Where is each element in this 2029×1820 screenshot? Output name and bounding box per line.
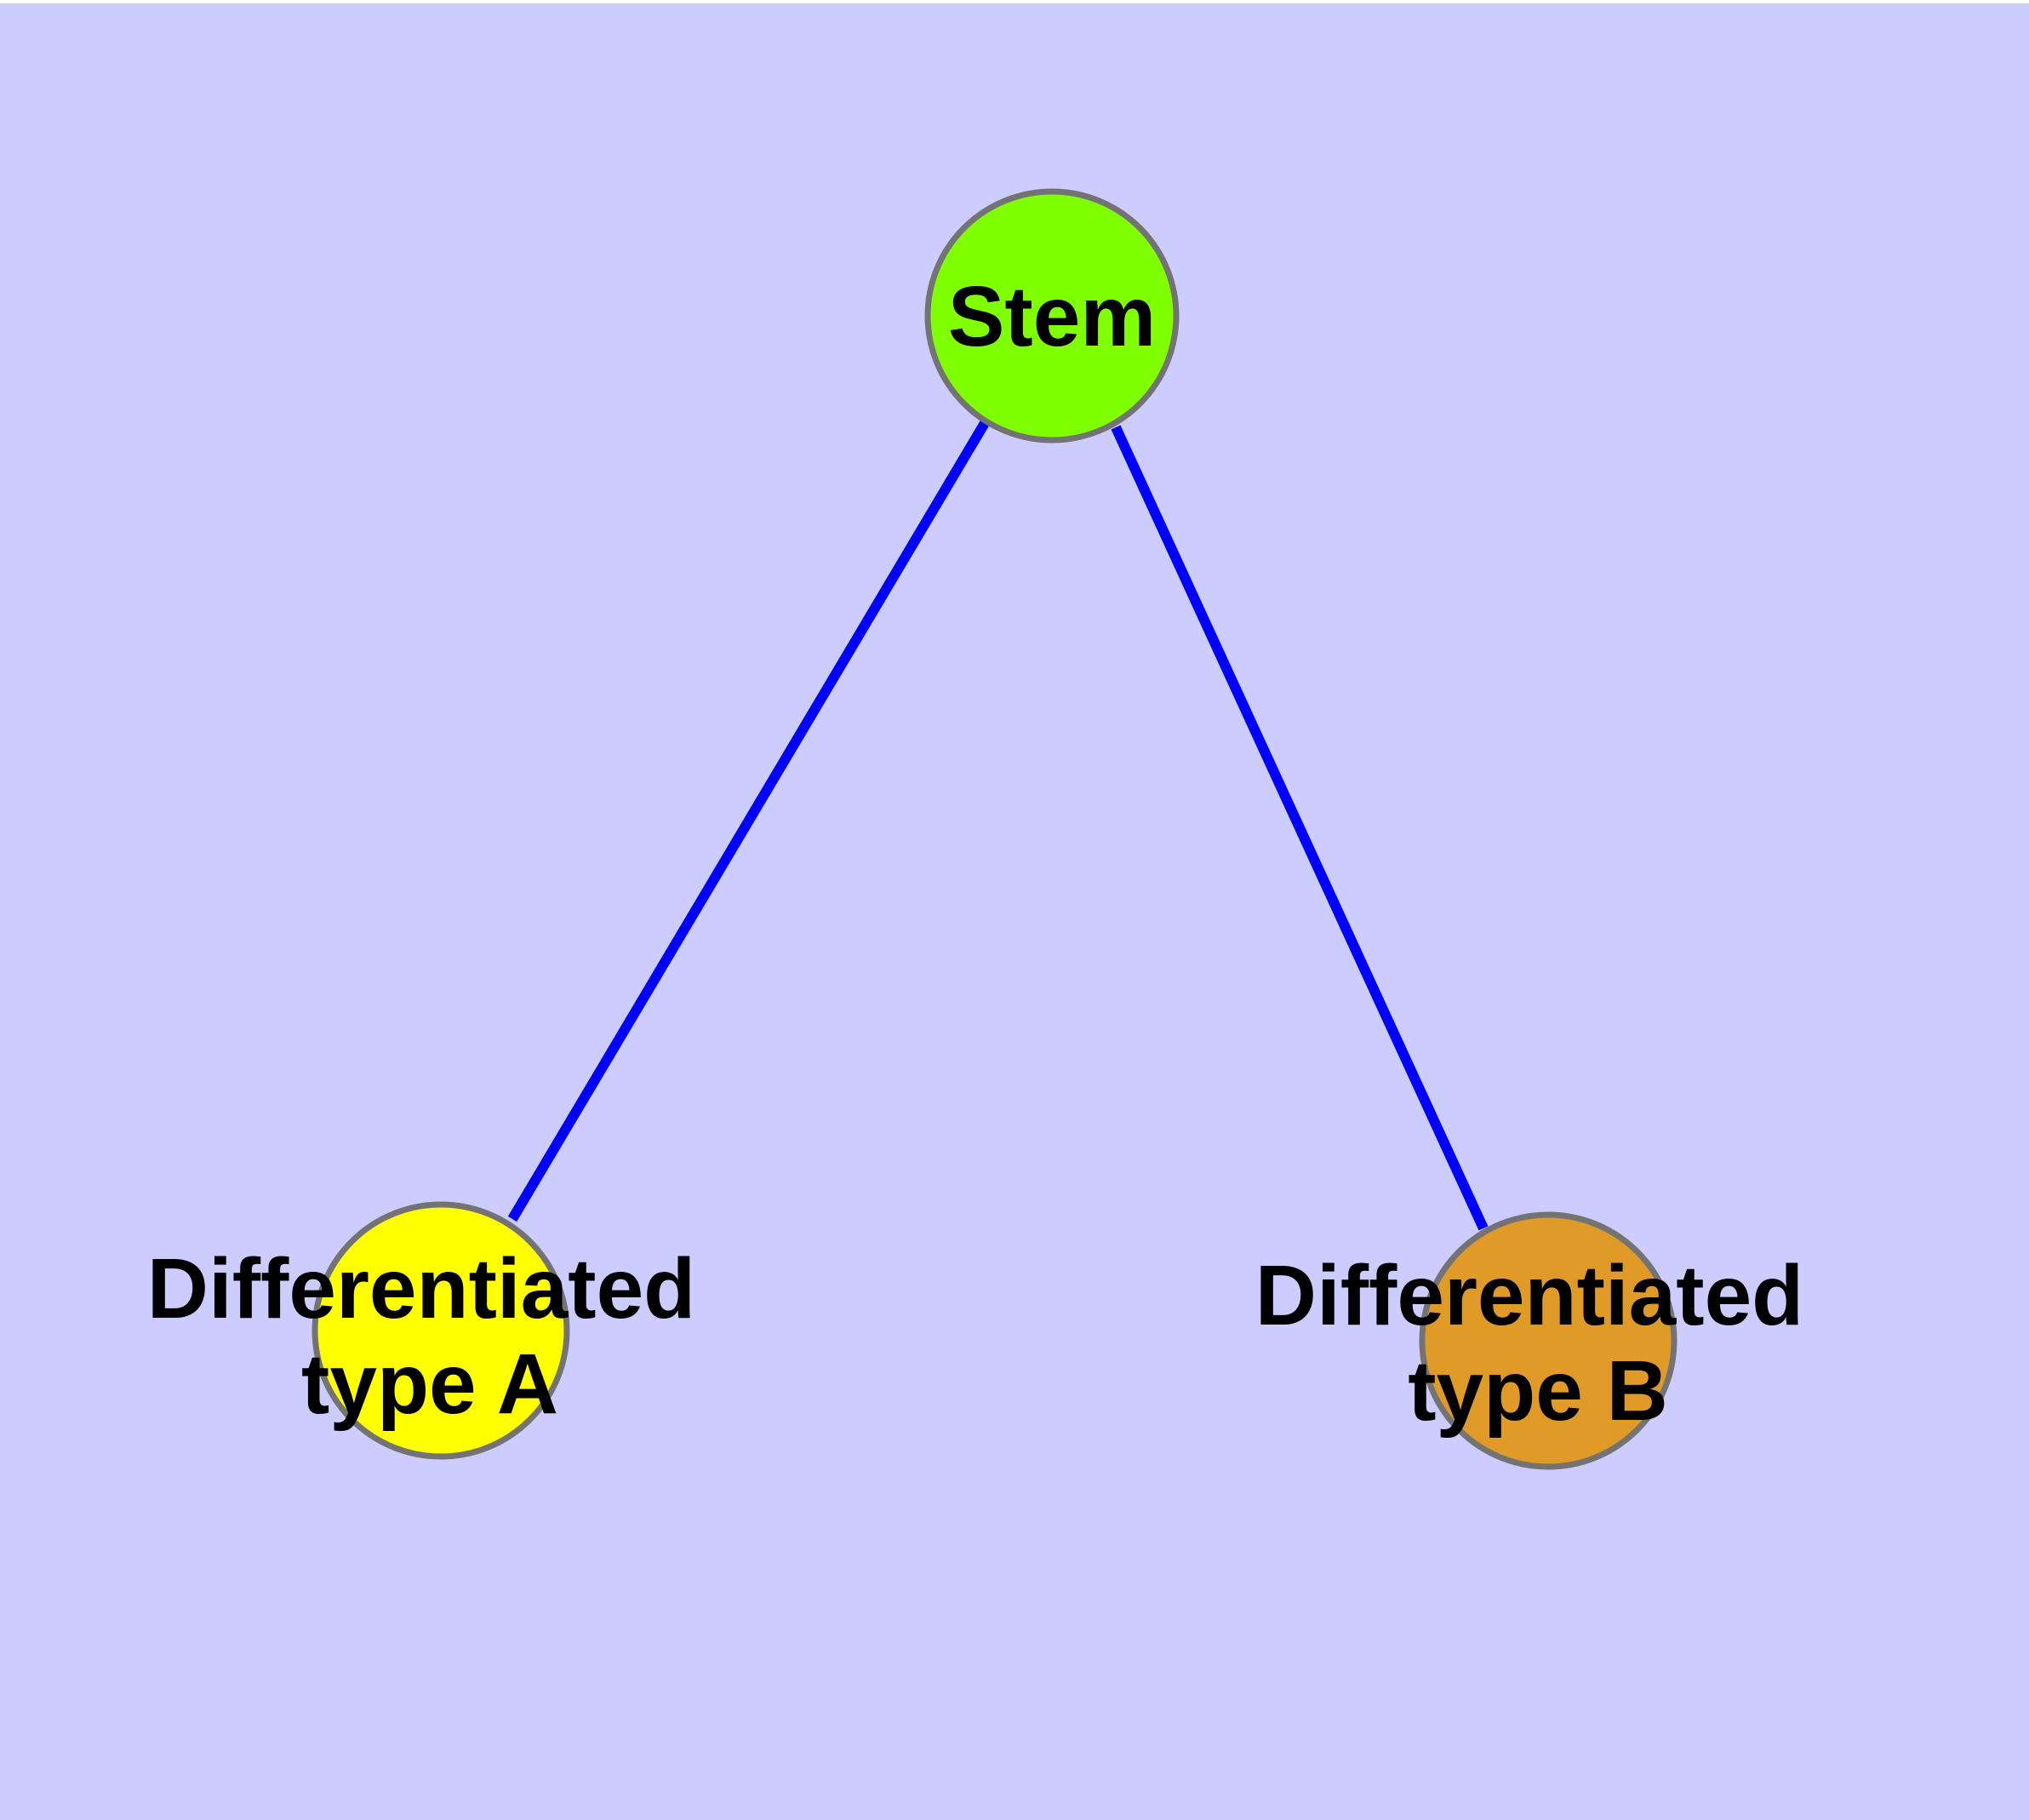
edge-layer [507, 420, 1489, 1231]
edge-stem-to-differentiated-type-a[interactable] [507, 420, 990, 1222]
node-differentiated-type-b[interactable] [1419, 1211, 1677, 1470]
node-label-layer: Differentiated type A Differentiated typ… [147, 1241, 1804, 1439]
node-differentiated-type-a-label-line-1: Differentiated [147, 1241, 696, 1336]
node-differentiated-type-a[interactable] [311, 1201, 570, 1460]
edge-stem-to-differentiated-type-b[interactable] [1111, 425, 1489, 1231]
node-stem[interactable]: Stem [924, 188, 1180, 444]
node-stem-circle[interactable] [924, 188, 1180, 444]
node-differentiated-type-a-label-line-2: type A [301, 1336, 558, 1432]
node-differentiated-type-b-label-line-1: Differentiated [1255, 1248, 1804, 1343]
node-differentiated-type-b-circle[interactable] [1419, 1211, 1677, 1470]
node-stem-label-line-1: Stem [948, 269, 1157, 364]
node-differentiated-type-a-circle[interactable] [311, 1201, 570, 1460]
node-differentiated-type-b-label-line-2: type B [1408, 1343, 1668, 1439]
